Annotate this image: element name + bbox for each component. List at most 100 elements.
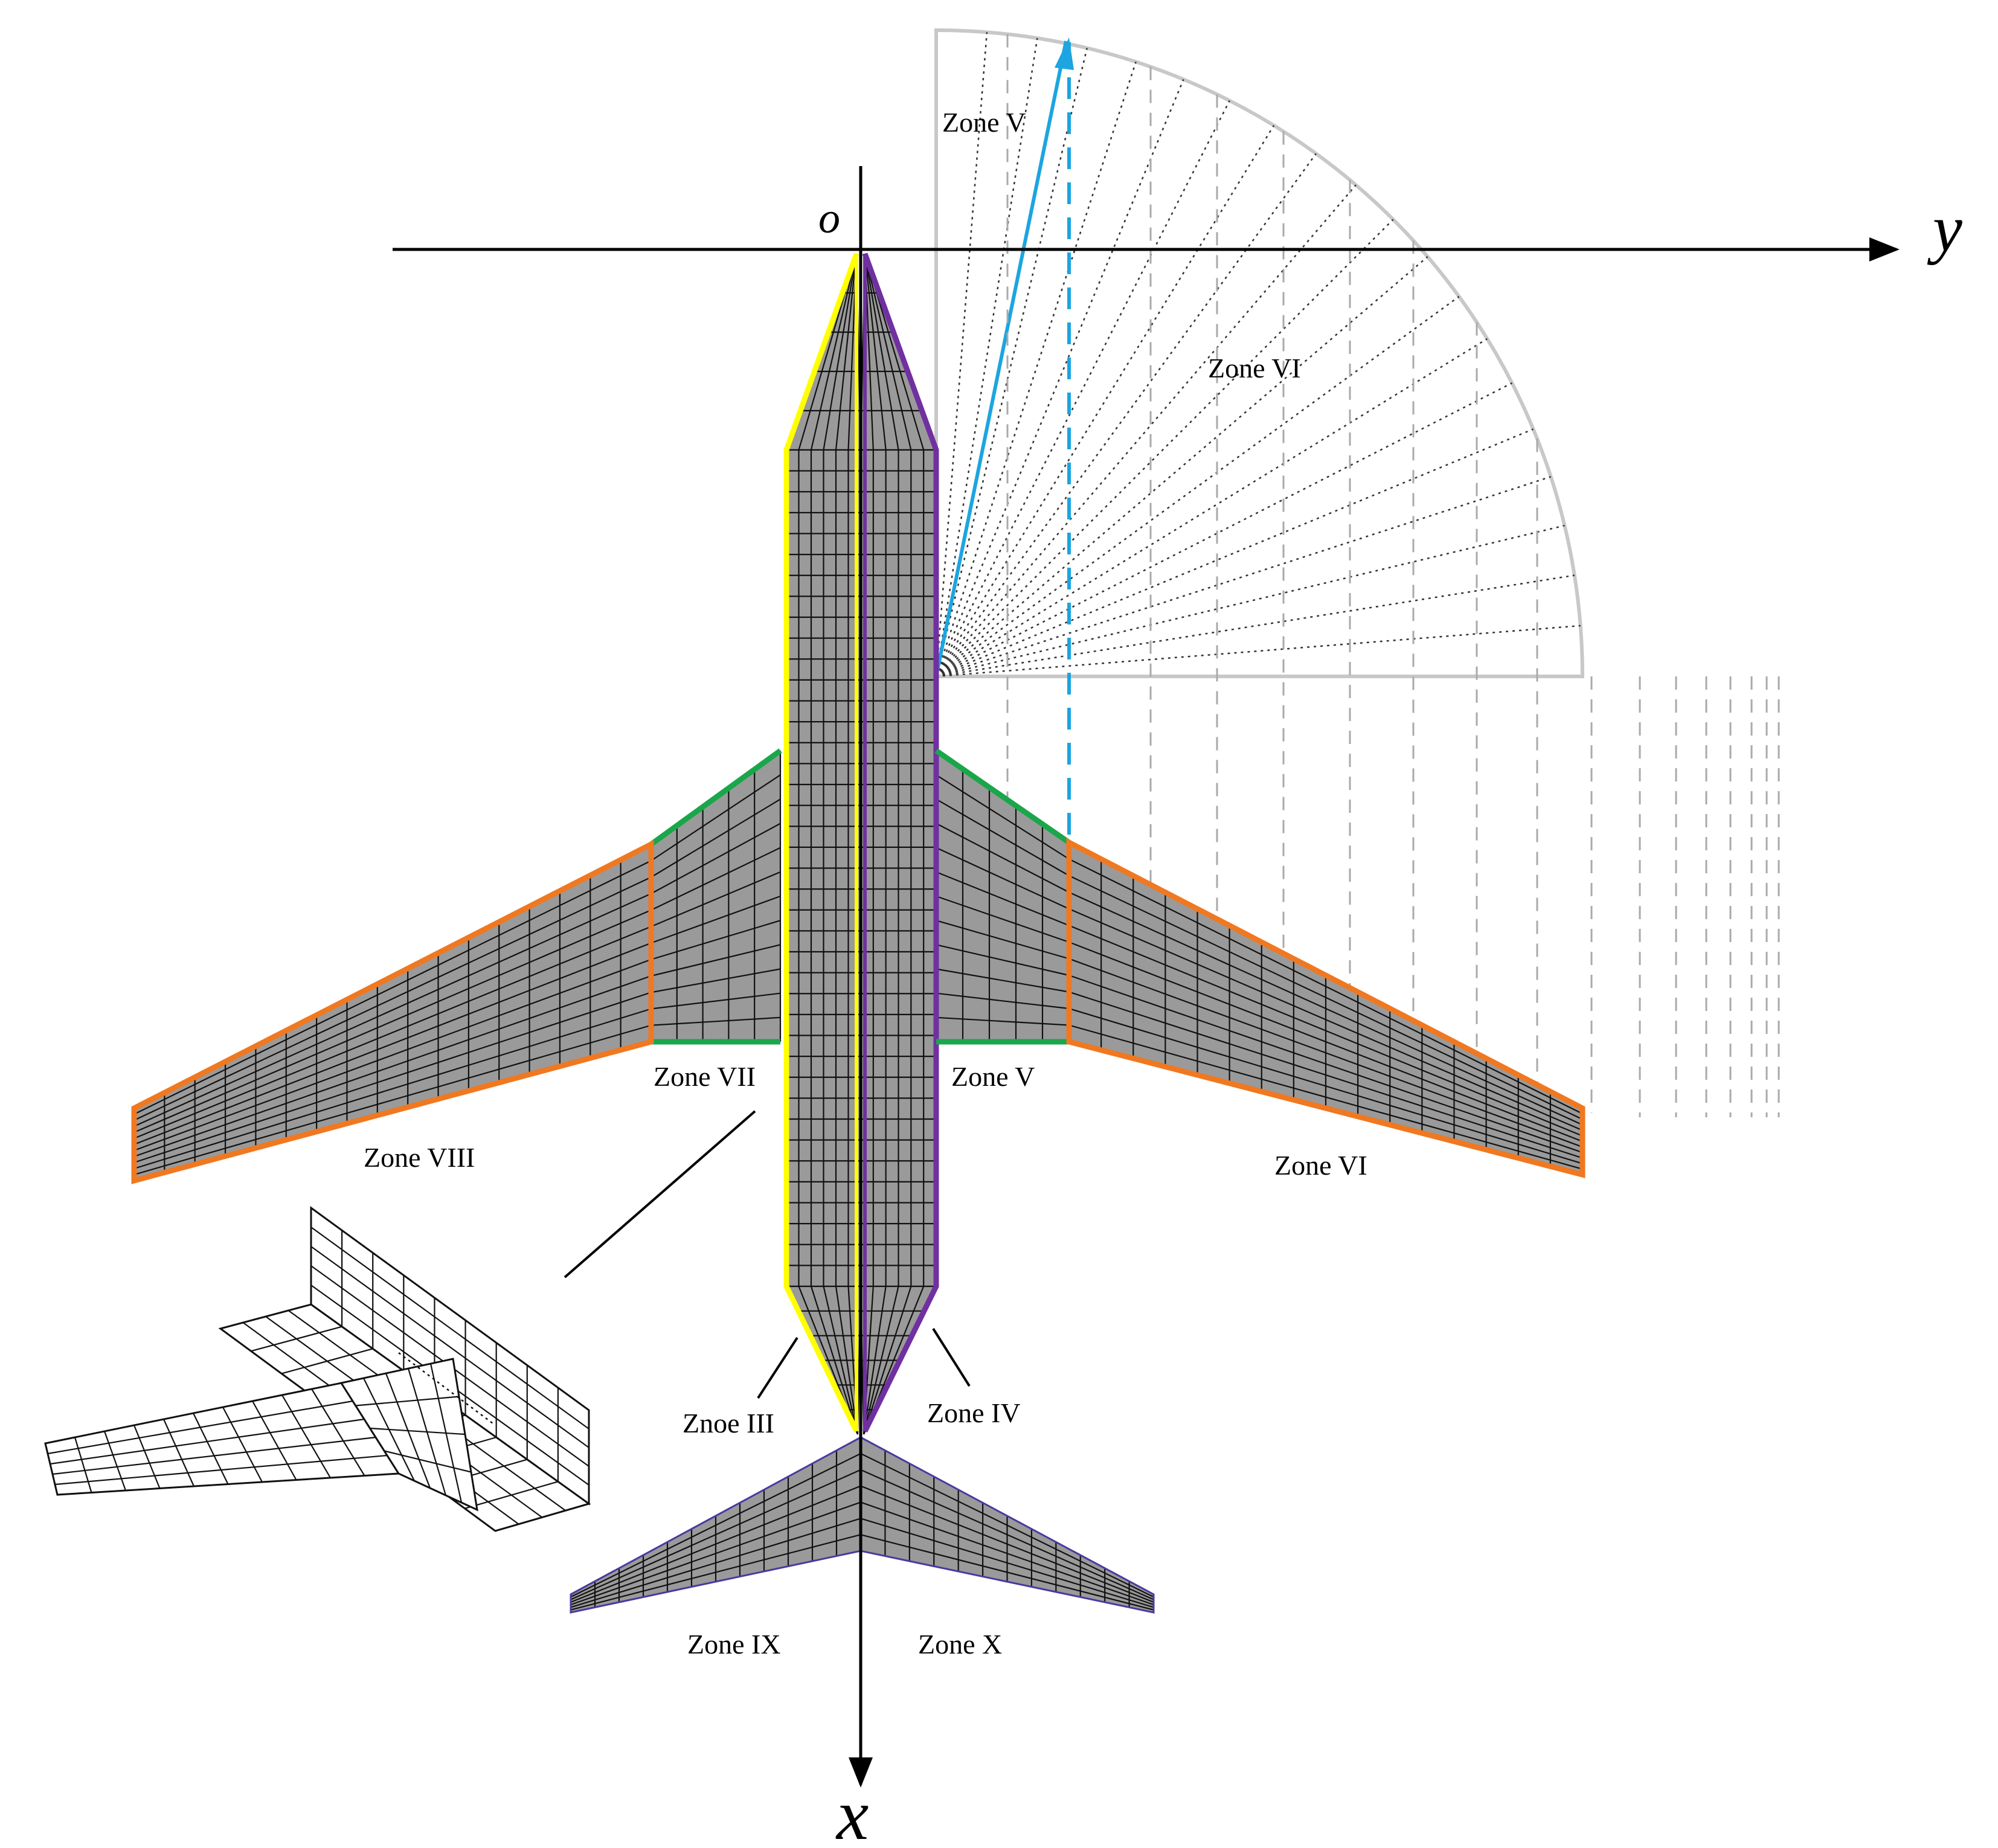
inset-wing-line: [311, 1388, 365, 1477]
axes: o y x: [393, 166, 1962, 1848]
quarter-zone-vi-label: Zone VI: [1208, 353, 1301, 383]
zone-iv-leader-line: [932, 1327, 971, 1387]
zone-vi-mesh: [1068, 842, 1584, 1176]
fuselage-left-body-mesh: [785, 449, 862, 1288]
x-axis-label: x: [835, 1774, 869, 1848]
fuselage-right-nose-mesh-u-line: [864, 253, 899, 451]
zone-viii-mesh-v-line: [133, 876, 652, 1121]
zone-viii-mesh-v-line: [133, 992, 652, 1164]
sweep-vector-line: [934, 40, 1068, 677]
inset-fillet-line: [370, 1427, 466, 1436]
y-axis-label: y: [1927, 191, 1962, 265]
origin-label: o: [818, 194, 840, 242]
inset-wing-line: [52, 1436, 376, 1475]
inset-wing-line: [222, 1407, 263, 1483]
fuselage-right-nose-mesh-u-line: [864, 253, 887, 451]
zone-v-mesh-v-line: [936, 847, 1070, 910]
inset-wing-line: [162, 1419, 195, 1487]
zone-borders: [131, 252, 1585, 1614]
zone-vii-mesh-v-line: [650, 847, 781, 911]
zone-ix-mesh-v-line: [570, 1501, 861, 1606]
inset-wing-line: [252, 1400, 297, 1481]
inset-wing-line: [133, 1425, 161, 1489]
zone-vi-mesh-v-line: [1068, 908, 1583, 1131]
zone-v-mesh-v-line: [936, 895, 1070, 943]
radial-dotted-line: [936, 338, 1488, 678]
inset-wall-line: [310, 1246, 589, 1448]
zone-vi-mesh-v-line: [1068, 958, 1583, 1148]
radial-dotted-line: [936, 296, 1460, 678]
zone-viii-mesh-v-line: [133, 860, 652, 1115]
radial-dotted-line: [935, 100, 1230, 677]
inset-wing-line: [47, 1400, 353, 1455]
zone-x-mesh-v-line: [860, 1534, 1154, 1611]
radial-dotted-line: [935, 153, 1317, 677]
zone-vi-border: [1066, 838, 1585, 1178]
zone-viii-label: Zone VIII: [364, 1142, 475, 1173]
zone-viii-mesh: [133, 844, 652, 1182]
zone-vi-label: Zone VI: [1274, 1150, 1367, 1181]
radial-dotted-line: [936, 574, 1575, 678]
inset-wing-line: [50, 1418, 365, 1465]
inset-wing-line: [103, 1431, 127, 1491]
zone-vii-mesh-v-line: [650, 1016, 781, 1026]
zone-viii-mesh-v-line: [133, 1024, 652, 1176]
mesh-regions: [133, 253, 1584, 1614]
zone-ix-mesh-v-line: [570, 1452, 861, 1598]
zone-iii-label: Znoe III: [683, 1408, 774, 1439]
radial-dotted-line: [936, 476, 1552, 678]
zone-x-mesh-v-line: [860, 1485, 1154, 1603]
radial-dotted-line: [935, 125, 1275, 677]
quarter-circle-outline: [934, 28, 1585, 678]
fuselage-left-nose-mesh-u-line: [810, 253, 858, 451]
zone-v-mesh: [935, 750, 1070, 1043]
zone-v-mesh-v-line: [936, 823, 1070, 893]
zone-v-label: Zone V: [951, 1061, 1035, 1092]
zone-viii-mesh-v-line: [133, 942, 652, 1146]
zone-ix-mesh-v-line: [570, 1469, 861, 1600]
inset-dotted-line: [398, 1352, 496, 1426]
zone-v-mesh-v-line: [936, 1016, 1070, 1026]
inset-wing-line: [54, 1454, 388, 1486]
radial-dotted-line: [936, 219, 1394, 677]
zone-vii-label: Zone VII: [654, 1061, 756, 1092]
fuselage-right-nose-mesh-u-line: [864, 253, 912, 451]
radial-dotted-line: [935, 37, 1038, 677]
zone-vi-mesh-v-line: [1068, 1007, 1583, 1164]
zone-iii-leader-line: [757, 1336, 798, 1399]
radial-dotted-line: [935, 61, 1137, 677]
zone-x-mesh-v-line: [860, 1469, 1154, 1600]
zone-ix-mesh-v-line: [570, 1485, 861, 1603]
zone-viii-mesh-v-line: [133, 909, 652, 1134]
inset-wall-line: [310, 1227, 589, 1429]
zone-vii-mesh-v-line: [650, 823, 781, 894]
zone-vi-mesh-v-line: [1068, 941, 1583, 1143]
zone-viii-mesh-v-line: [133, 926, 652, 1140]
zone-ix-label: Zone IX: [687, 1629, 781, 1660]
zone-ix-mesh-v-line: [570, 1534, 861, 1611]
radial-dotted-line: [936, 624, 1581, 678]
zone-labels: Zone V Zone VI Zone VII Zone V Zone VIII…: [364, 107, 1367, 1660]
zone-iv-border: [862, 252, 939, 1433]
zone-v-mesh-v-line: [936, 944, 1070, 977]
radial-dotted-line: [936, 428, 1534, 678]
zone-vi-mesh-v-line: [1068, 858, 1583, 1115]
zone-vi-mesh-v-line: [1068, 974, 1583, 1153]
zone-vii-mesh-v-line: [650, 798, 781, 878]
zone-viii-mesh-v-line: [133, 1008, 652, 1170]
radial-dotted-line: [936, 524, 1565, 678]
fuselage-left-nose-mesh-u-line: [823, 253, 858, 451]
zone-vii-mesh-v-line: [650, 774, 781, 862]
zone-vi-mesh-v-line: [1068, 875, 1583, 1120]
quarter-circle-construction: [934, 28, 1585, 839]
radial-dotted-line: [935, 79, 1184, 677]
zone-v-mesh-v-line: [936, 798, 1070, 876]
quarter-zone-v-label: Zone V: [942, 107, 1026, 138]
zone-vii-mesh-v-line: [650, 944, 781, 977]
zone-v-mesh-v-line: [936, 774, 1070, 860]
inset-wing-line: [281, 1394, 331, 1478]
zone-x-mesh-v-line: [860, 1501, 1154, 1606]
fuselage-right-body-mesh: [859, 449, 937, 1288]
zone-v-mesh-fill: [936, 751, 1069, 1042]
